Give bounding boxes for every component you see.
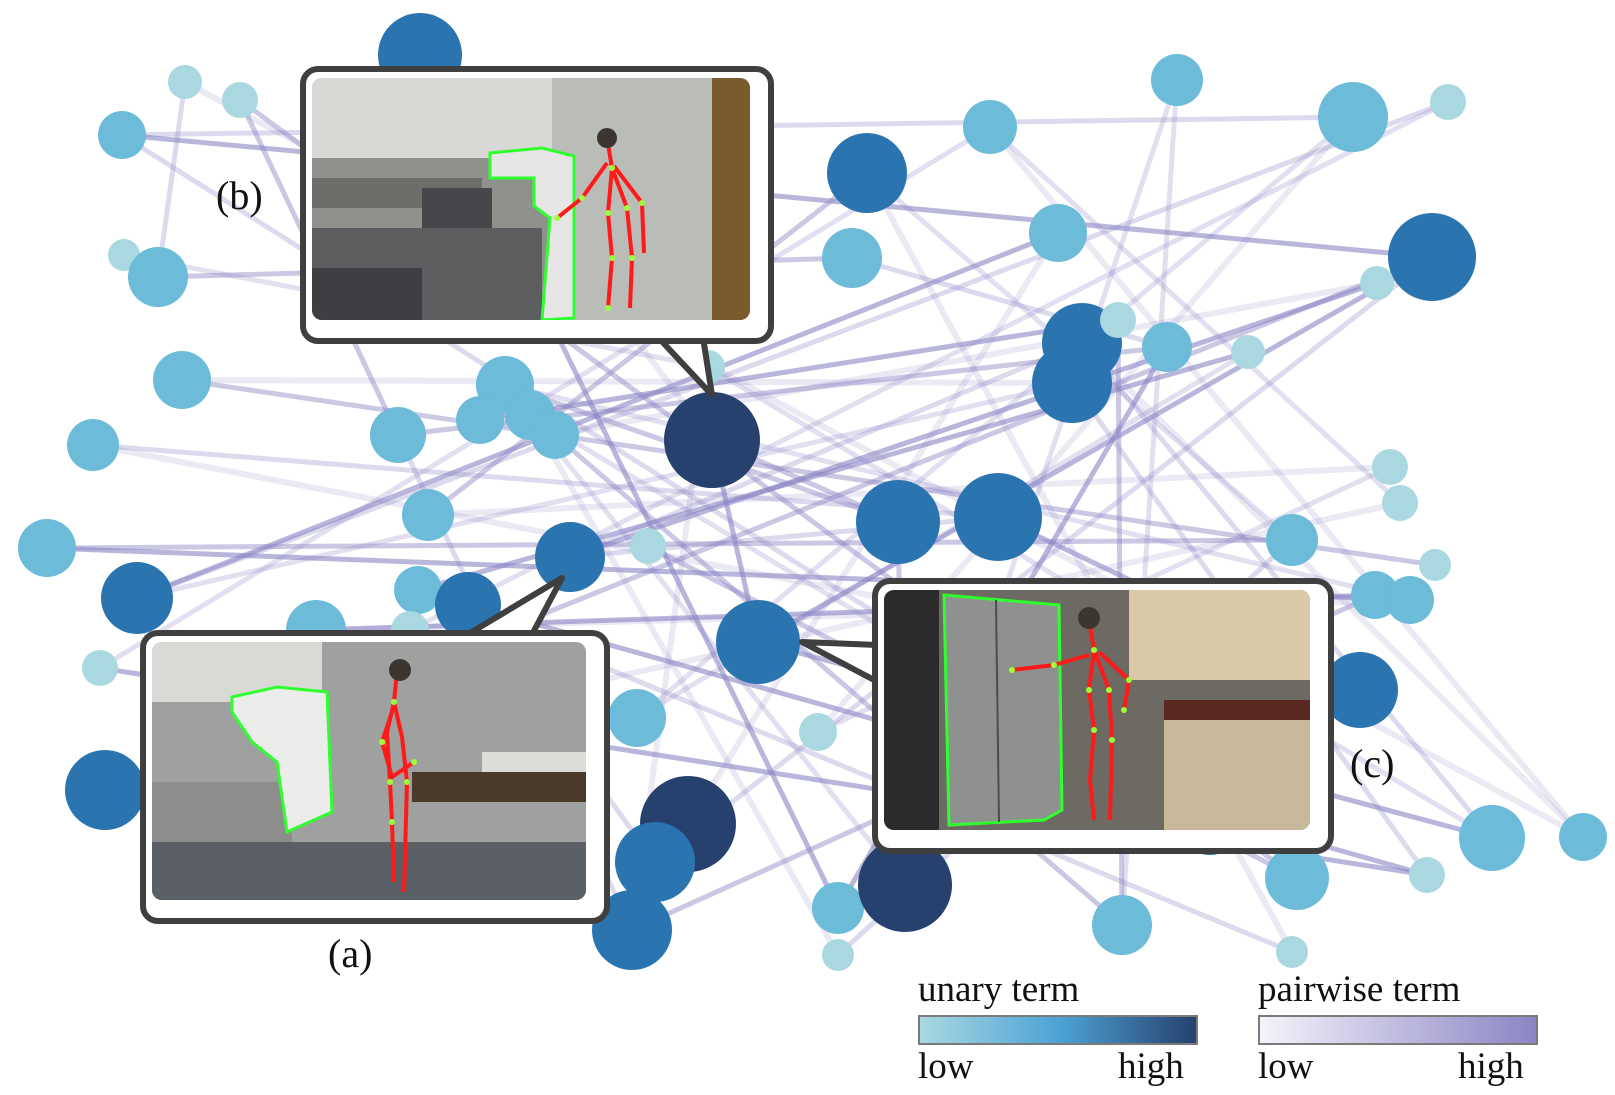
graph-node bbox=[716, 600, 800, 684]
graph-edge bbox=[756, 254, 1434, 645]
graph-node bbox=[402, 489, 454, 541]
graph-node bbox=[456, 396, 504, 444]
graph-node bbox=[608, 689, 666, 747]
graph-node bbox=[1029, 204, 1087, 262]
callout-b-frame bbox=[300, 66, 774, 344]
legend-pairwise-title: pairwise term bbox=[1258, 969, 1461, 1010]
graph-node bbox=[827, 133, 907, 213]
legend-pairwise-high: high bbox=[1458, 1046, 1524, 1087]
graph-node bbox=[65, 750, 145, 830]
graph-node bbox=[1266, 514, 1318, 566]
graph-node bbox=[822, 939, 854, 971]
graph-node bbox=[1032, 343, 1112, 423]
graph-edge bbox=[504, 382, 1411, 603]
label-a: (a) bbox=[328, 931, 373, 976]
graph-node bbox=[1151, 54, 1203, 106]
graph-node bbox=[630, 528, 666, 564]
graph-node bbox=[1276, 936, 1308, 968]
graph-edge bbox=[527, 413, 841, 957]
graph-node bbox=[1360, 266, 1394, 300]
label-b: (b) bbox=[216, 173, 263, 218]
graph-node bbox=[535, 522, 605, 592]
graph-node bbox=[370, 407, 426, 463]
fridge-mask bbox=[488, 146, 576, 320]
graph-edge bbox=[136, 99, 1449, 601]
graph-edge bbox=[479, 317, 1119, 423]
graph-node bbox=[963, 100, 1017, 154]
graph-node bbox=[67, 419, 119, 471]
graph-node bbox=[615, 822, 695, 902]
graph-edge bbox=[181, 377, 1073, 386]
graph-node bbox=[812, 882, 864, 934]
graph-edge bbox=[92, 442, 999, 520]
legend-pairwise-low: low bbox=[1258, 1046, 1314, 1087]
graph-edge bbox=[46, 537, 1293, 551]
graph-node bbox=[1092, 895, 1152, 955]
label-c: (c) bbox=[1350, 741, 1395, 786]
callout-b-photo bbox=[312, 78, 750, 320]
graph-node bbox=[856, 480, 940, 564]
graph-edge bbox=[136, 380, 1073, 601]
callout-c-frame bbox=[872, 578, 1334, 854]
legend-pairwise-gradient bbox=[1258, 1015, 1538, 1045]
graph-node bbox=[1372, 449, 1408, 485]
graph-node bbox=[664, 392, 760, 488]
graph-node bbox=[101, 562, 173, 634]
fridge-mask bbox=[942, 593, 1064, 827]
callout-pointer bbox=[799, 639, 881, 685]
graph-edge bbox=[569, 340, 1083, 560]
graph-node bbox=[858, 838, 952, 932]
legend-unary-high: high bbox=[1118, 1046, 1184, 1087]
graph-node bbox=[531, 411, 579, 459]
graph-edge bbox=[426, 171, 869, 517]
graph-node bbox=[128, 247, 188, 307]
graph-node bbox=[98, 111, 146, 159]
fridge-mask bbox=[230, 685, 334, 835]
graph-node bbox=[1318, 82, 1388, 152]
callout-c-photo bbox=[884, 590, 1310, 830]
graph-node bbox=[1382, 485, 1418, 521]
legend-unary-gradient bbox=[918, 1015, 1198, 1045]
graph-node bbox=[822, 228, 882, 288]
graph-node bbox=[954, 473, 1042, 561]
graph-node bbox=[82, 650, 118, 686]
graph-edge bbox=[988, 125, 1402, 505]
graph-node bbox=[1265, 846, 1329, 910]
graph-node bbox=[168, 65, 202, 99]
graph-node bbox=[1459, 805, 1525, 871]
graph-node bbox=[1231, 335, 1265, 369]
callout-a-frame bbox=[140, 630, 610, 924]
graph-node bbox=[1322, 652, 1398, 728]
callout-a-photo bbox=[152, 642, 586, 900]
graph-node bbox=[1409, 857, 1445, 893]
legend-unary-low: low bbox=[918, 1046, 974, 1087]
graph-node bbox=[1419, 549, 1451, 581]
graph-node bbox=[1351, 571, 1399, 619]
graph-node bbox=[1142, 322, 1192, 372]
graph-edge bbox=[569, 280, 1378, 560]
graph-edge bbox=[503, 383, 907, 887]
graph-node bbox=[1430, 84, 1466, 120]
graph-edge bbox=[155, 81, 188, 278]
graph-node bbox=[394, 566, 442, 614]
graph-node bbox=[153, 351, 211, 409]
graph-nodes bbox=[18, 13, 1607, 971]
graph-node bbox=[1388, 213, 1476, 301]
legend-unary-title: unary term bbox=[918, 969, 1080, 1010]
graph-node bbox=[1559, 813, 1607, 861]
graph-node bbox=[18, 519, 76, 577]
graph-node bbox=[592, 890, 672, 970]
graph-node bbox=[222, 82, 258, 118]
graph-node bbox=[1386, 576, 1434, 624]
graph-node bbox=[799, 713, 837, 751]
graph-edge bbox=[987, 125, 1586, 839]
graph-node bbox=[1100, 302, 1136, 338]
